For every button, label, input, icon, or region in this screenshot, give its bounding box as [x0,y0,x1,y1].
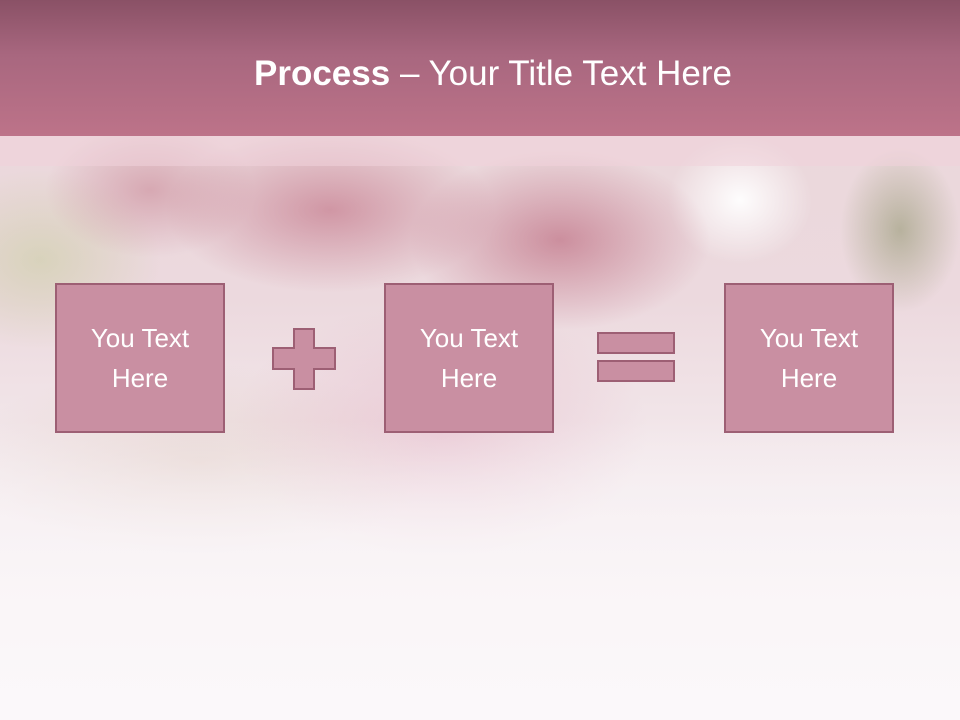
process-box-2: You Text Here [384,283,554,433]
process-box-2-line1: You Text [419,323,519,353]
process-box-3: You Text Here [724,283,894,433]
process-box-1-line2: Here [111,363,169,393]
process-box-1: You Text Here [55,283,225,433]
slide-title-rest: – Your Title Text Here [390,54,732,93]
title-bar-strip [0,136,960,166]
plus-icon [272,328,336,390]
background-fade [0,420,960,720]
process-box-2-line2: Here [440,363,498,393]
title-bar [0,0,960,136]
slide-title: Process – Your Title Text Here [0,52,960,96]
process-box-1-line1: You Text [90,323,190,353]
process-box-3-line1: You Text [759,323,859,353]
process-box-3-line2: Here [780,363,838,393]
equals-icon [597,332,675,382]
slide-title-bold: Process [254,54,391,93]
